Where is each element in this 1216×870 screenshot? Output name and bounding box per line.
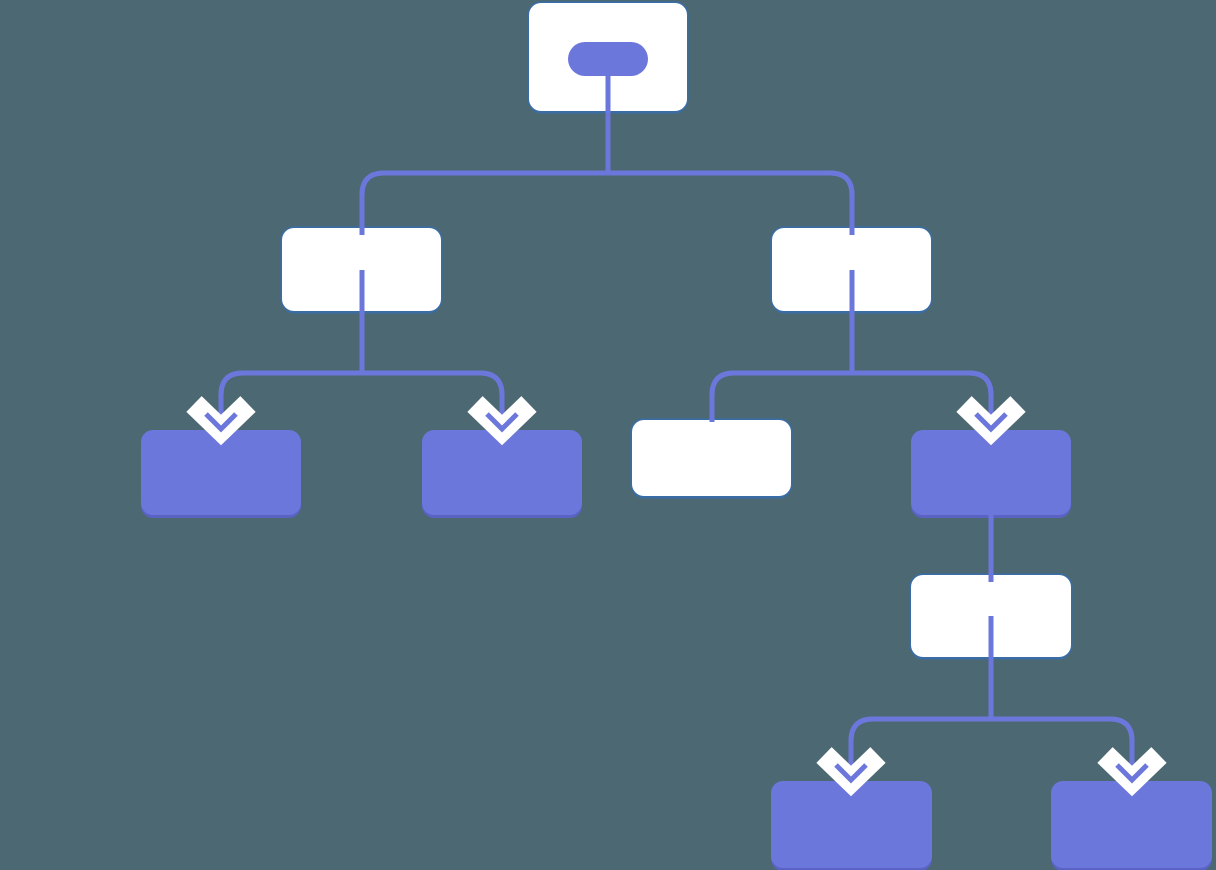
leaf-node-a-label bbox=[141, 430, 301, 515]
root-node-pill-badge bbox=[568, 42, 648, 76]
branch-node-left-label bbox=[282, 228, 441, 311]
leaf-node-f-label bbox=[1051, 781, 1212, 868]
branch-node-right[interactable] bbox=[772, 228, 931, 311]
leaf-node-d[interactable] bbox=[911, 430, 1071, 515]
terminal-node-c[interactable] bbox=[632, 420, 791, 496]
leaf-node-e-label bbox=[771, 781, 932, 868]
leaf-node-b-label bbox=[422, 430, 582, 515]
leaf-node-d-label bbox=[911, 430, 1071, 515]
leaf-node-a[interactable] bbox=[141, 430, 301, 515]
leaf-node-f[interactable] bbox=[1051, 781, 1212, 868]
leaf-node-e[interactable] bbox=[771, 781, 932, 868]
sub-branch-node-label bbox=[911, 575, 1071, 657]
branch-node-right-label bbox=[772, 228, 931, 311]
leaf-node-b[interactable] bbox=[422, 430, 582, 515]
branch-node-left[interactable] bbox=[282, 228, 441, 311]
sub-branch-node[interactable] bbox=[911, 575, 1071, 657]
terminal-node-c-label bbox=[632, 420, 791, 496]
